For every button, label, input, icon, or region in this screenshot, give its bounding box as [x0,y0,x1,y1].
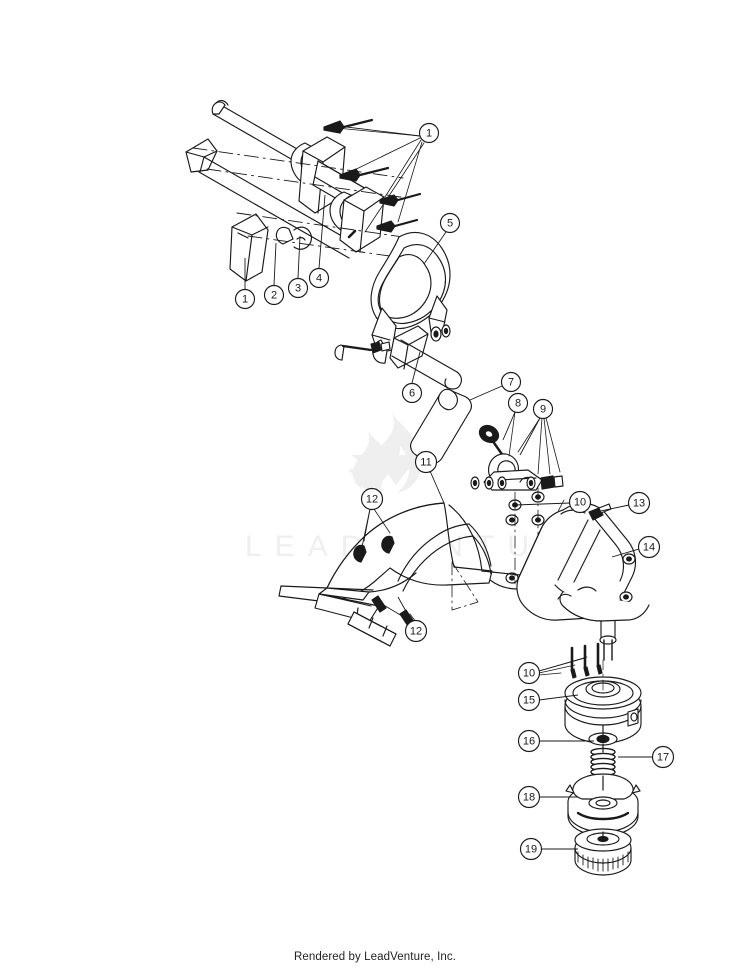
callout-leader-line [429,470,445,504]
callout-18: 18 [517,785,578,809]
callout-number: 8 [515,398,521,410]
callout-bubble [404,619,428,643]
callout-bubble [287,277,309,299]
callout-number: 10 [574,497,586,509]
callout-leader-line [423,231,447,265]
callout-number: 12 [410,626,422,638]
callout-bubble [519,837,543,861]
callout-10: 10 [517,657,586,685]
callout-bubble [651,745,675,769]
callout-leader-line [519,417,541,456]
callout-leader-line [538,694,579,701]
gearbox-screws [538,642,603,679]
callout-11: 11 [414,450,445,504]
callout-number: 6 [409,388,415,400]
handlebar-assembly [185,99,419,282]
callout-1: 1 [329,122,440,144]
callout-leader-line [538,657,586,672]
callout-number: 16 [523,736,535,748]
callout-leader-line [297,235,301,279]
callout-4: 4 [308,194,330,289]
gearbox-housing [516,502,650,661]
callout-number: 14 [643,542,655,554]
callout-12: 12 [360,487,384,548]
handle-bolt [334,341,391,361]
callout-number: 13 [633,498,645,510]
callout-13: 13 [595,491,651,515]
callout-bubble [308,267,330,289]
handle-fasteners [430,324,451,342]
callout-1: 1 [234,258,256,310]
callout-bubble [568,490,592,514]
callout-leader-line [361,508,371,548]
callout-number: 19 [525,844,537,856]
callout-17: 17 [618,745,675,769]
callout-bubble [517,688,541,712]
callout-leader-line [397,596,413,623]
callout-14: 14 [611,535,661,559]
callout-bubble [234,288,256,310]
callout-leader-line [411,351,421,384]
callout-bubble [517,729,541,753]
callout-bubble [627,491,651,515]
callout-bubble [517,661,541,685]
callout-bubble [637,535,661,559]
callout-number: 15 [523,695,535,707]
callout-bubble [263,284,285,306]
callout-8: 8 [502,392,529,441]
callout-number: 1 [242,294,248,306]
flame-v-logo [348,413,423,494]
trimmer-head-assembly [564,659,642,876]
callout-leader-line [514,502,571,506]
callout-leader-line [318,194,326,269]
callout-leader-line [273,242,277,286]
callout-7: 7 [469,371,522,401]
callout-bubble [418,122,440,144]
callout-bubble [439,212,461,234]
callout-bubble [401,382,423,404]
callout-leader-line [329,124,421,137]
callout-19: 19 [519,837,578,861]
callout-bubble [500,371,522,393]
callout-3: 3 [287,235,309,299]
callout-12: 12 [397,596,428,643]
callout-number: 3 [295,283,301,295]
callout-number: 18 [523,792,535,804]
callout-5: 5 [423,212,461,265]
shaft-clamp-bracket [470,411,565,585]
callout-10: 10 [514,490,592,514]
callout-16: 16 [517,729,594,753]
callout-number: 1 [426,128,432,140]
callout-leader-line [502,411,516,441]
render-credit: Rendered by LeadVenture, Inc. [293,951,457,963]
callout-number: 17 [657,752,669,764]
callout-bubble [360,487,384,511]
callout-15: 15 [517,688,579,712]
callout-number: 10 [523,668,535,680]
callout-leader-line [469,385,503,401]
callout-leader-line [595,504,630,513]
callout-2: 2 [263,242,285,306]
callout-bubble [532,398,554,420]
callout-number: 5 [447,218,453,230]
callout-6: 6 [401,351,423,404]
callout-number: 2 [271,290,277,302]
callout-leader-line [611,548,640,558]
callout-number: 9 [540,404,546,416]
callout-bubble [507,392,529,414]
callout-number: 11 [420,457,431,469]
callout-number: 12 [366,494,378,506]
callout-9: 9 [519,398,554,456]
callout-number: 7 [508,377,514,389]
diagram-line-art [185,99,650,876]
callout-bubble [414,450,438,474]
callout-bubble [517,785,541,809]
callout-number: 4 [316,273,322,285]
